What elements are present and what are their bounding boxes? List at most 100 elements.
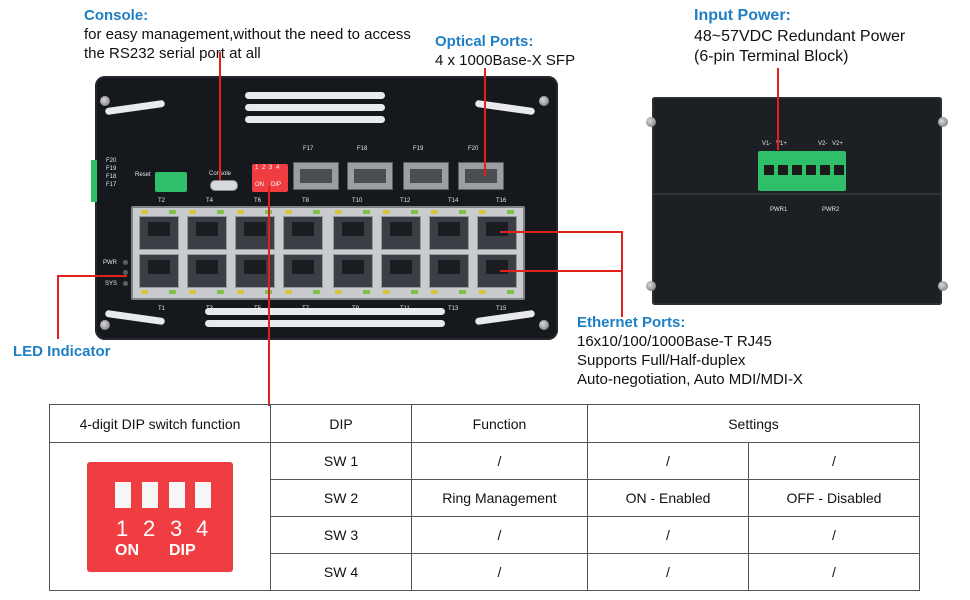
table-cell-setting-b: /	[748, 516, 920, 554]
table-cell-setting-a: /	[587, 442, 749, 480]
table-cell-setting-b: /	[748, 553, 920, 591]
port-label: T8	[302, 198, 310, 204]
dip-switch-toggle	[115, 481, 131, 508]
heatsink-fin	[205, 308, 445, 315]
screw-icon	[539, 96, 549, 106]
switch-front-panel: F20 F19 F18 F17 Reset Console 1 2 3 4 ON…	[95, 76, 558, 340]
reset-terminal[interactable]	[155, 172, 187, 192]
rj45-port[interactable]	[333, 254, 373, 288]
sfp-port[interactable]	[403, 162, 449, 190]
port-led	[411, 210, 418, 214]
rj45-port[interactable]	[333, 216, 373, 250]
port-led	[285, 210, 292, 214]
dip-switch-image-cell: 1 2 3 4 ON DIP	[49, 442, 271, 591]
optical-connector-line	[484, 68, 486, 176]
table-cell-dip: SW 2	[270, 479, 412, 517]
sfp-port[interactable]	[347, 162, 393, 190]
console-port[interactable]	[210, 180, 238, 191]
status-led	[123, 270, 128, 275]
heatsink-fin	[245, 92, 385, 99]
table-header-settings: Settings	[587, 404, 920, 443]
port-led	[411, 290, 418, 294]
terminal-label: V2-	[818, 141, 828, 147]
port-label: T9	[352, 306, 360, 312]
port-label: T11	[400, 306, 410, 312]
port-led	[363, 290, 370, 294]
table-cell-dip: SW 3	[270, 516, 412, 554]
panel-seam	[652, 193, 942, 195]
switch-back-panel: V1- V1+ V2- V2+ PWR1 PWR2	[646, 97, 948, 305]
screw-icon	[646, 117, 656, 127]
sfp-port[interactable]	[293, 162, 339, 190]
port-led	[383, 290, 390, 294]
table-cell-setting-b: OFF - Disabled	[748, 479, 920, 517]
pwr1-label: PWR1	[770, 207, 788, 213]
terminal-screw-icon	[764, 165, 774, 175]
heatsink-fin	[104, 99, 166, 116]
port-label: T5	[254, 306, 262, 312]
dip-switch-toggle	[195, 481, 211, 508]
terminal-screw-icon	[820, 165, 830, 175]
rj45-port[interactable]	[381, 254, 421, 288]
rj45-port[interactable]	[477, 216, 517, 250]
ethernet-callout-title: Ethernet Ports:	[577, 314, 686, 331]
pwr2-label: PWR2	[822, 207, 840, 213]
screw-icon	[938, 117, 948, 127]
dip-small-numbers: 1 2 3 4	[255, 165, 281, 171]
port-led	[169, 210, 176, 214]
rj45-port[interactable]	[429, 254, 469, 288]
table-header-function: Function	[411, 404, 588, 443]
screw-icon	[646, 281, 656, 291]
side-terminal	[91, 160, 97, 202]
rj45-port[interactable]	[187, 216, 227, 250]
dip-number: 1	[116, 515, 129, 541]
heatsink-fin	[205, 320, 445, 327]
port-label: T12	[400, 198, 411, 204]
rj45-port[interactable]	[429, 216, 469, 250]
terminal-screw-icon	[778, 165, 788, 175]
port-led	[217, 290, 224, 294]
sfp-port-label: F19	[413, 146, 424, 152]
rj45-port[interactable]	[283, 216, 323, 250]
console-callout-title: Console:	[84, 7, 149, 24]
table-header-title: 4-digit DIP switch function	[49, 404, 271, 443]
pwr-led	[123, 260, 128, 265]
power-connector-line	[777, 68, 779, 150]
heatsink-fin	[104, 309, 166, 326]
terminal-label: V2+	[832, 141, 843, 147]
sfp-port[interactable]	[458, 162, 504, 190]
port-led	[141, 210, 148, 214]
rj45-port[interactable]	[283, 254, 323, 288]
port-label: T4	[206, 198, 214, 204]
port-led	[285, 290, 292, 294]
led-connector-line-vertical	[57, 275, 59, 339]
dip-switch-small[interactable]: 1 2 3 4 ON DIP	[252, 164, 288, 192]
port-led	[459, 290, 466, 294]
ethernet-callout-line-1: 16x10/100/1000Base-T RJ45	[577, 333, 772, 350]
ethernet-connector-line-bottom	[500, 270, 622, 272]
port-label: T10	[352, 198, 363, 204]
port-led	[189, 290, 196, 294]
screw-icon	[100, 320, 110, 330]
dip-small-on: ON	[255, 182, 264, 188]
rj45-port[interactable]	[381, 216, 421, 250]
table-cell-function: Ring Management	[411, 479, 588, 517]
rj45-port[interactable]	[139, 254, 179, 288]
rj45-port[interactable]	[139, 216, 179, 250]
port-led	[431, 210, 438, 214]
port-led	[459, 210, 466, 214]
sfp-led-label: F18	[106, 174, 117, 180]
power-terminal-block[interactable]	[758, 151, 846, 191]
table-cell-setting-a: ON - Enabled	[587, 479, 749, 517]
power-callout-line-2: (6-pin Terminal Block)	[694, 48, 849, 65]
table-cell-function: /	[411, 442, 588, 480]
table-cell-dip: SW 4	[270, 553, 412, 591]
port-label: T15	[496, 306, 507, 312]
table-cell-dip: SW 1	[270, 442, 412, 480]
sfp-port-label: F18	[357, 146, 368, 152]
heatsink-fin	[245, 104, 385, 111]
rj45-port[interactable]	[187, 254, 227, 288]
port-led	[383, 210, 390, 214]
dip-function-table: 4-digit DIP switch function DIP Function…	[49, 404, 920, 591]
port-label: T3	[206, 306, 214, 312]
